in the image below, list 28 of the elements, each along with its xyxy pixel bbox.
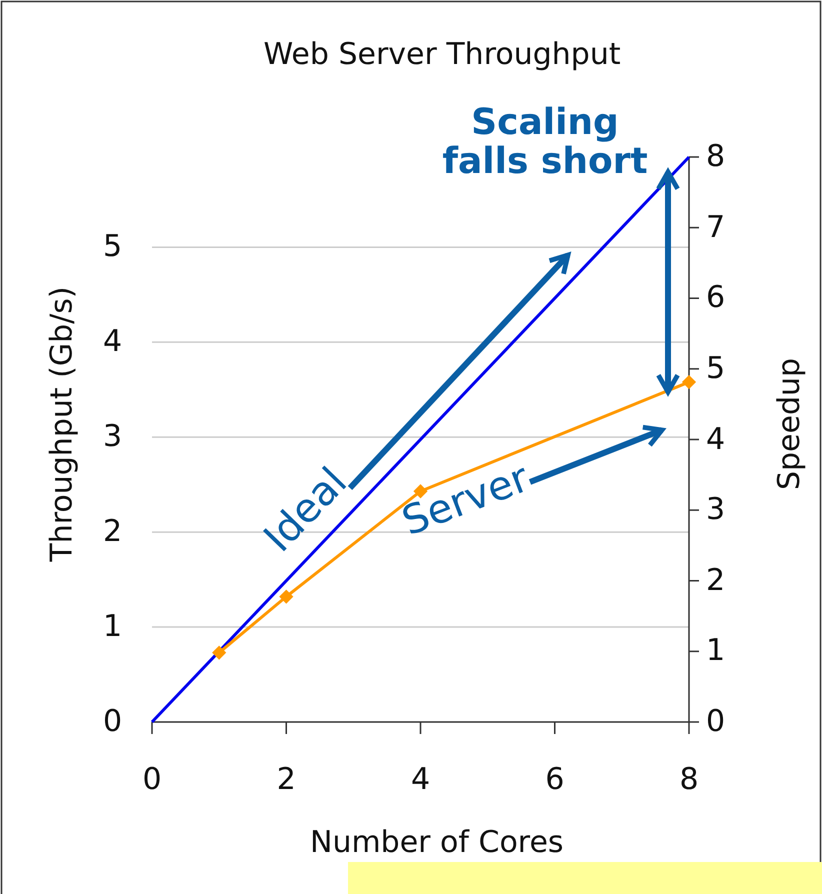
tick-label: 6 xyxy=(706,283,726,314)
point xyxy=(212,646,226,660)
tick-label: 0 xyxy=(103,707,122,737)
tick-label: 4 xyxy=(411,765,430,795)
tick-label: 2 xyxy=(276,765,296,795)
chart-title: Web Server Throughput xyxy=(264,40,621,70)
axis-title: Number of Cores xyxy=(310,828,564,858)
tick-label: 1 xyxy=(103,612,122,642)
tick-label: 5 xyxy=(706,354,726,384)
point xyxy=(279,590,294,604)
tick-label: 2 xyxy=(103,517,122,548)
tick-label: 1 xyxy=(706,636,726,666)
axis-title: Speedup xyxy=(775,358,806,490)
tick-label: 8 xyxy=(680,765,699,795)
tick-label: 0 xyxy=(142,765,162,795)
tick-label: 4 xyxy=(706,424,726,454)
tick-label: 8 xyxy=(706,142,726,172)
axis-title: Throughput (Gb/s) xyxy=(47,286,78,562)
tick-label: 2 xyxy=(706,566,726,596)
tick-label: 0 xyxy=(706,707,726,737)
tick-label: 3 xyxy=(103,422,122,452)
series-label: Server xyxy=(396,458,534,542)
tick-label: 5 xyxy=(103,232,122,262)
tick-label: 7 xyxy=(706,212,726,243)
tick-label: 4 xyxy=(103,327,122,358)
tick-label: 3 xyxy=(706,495,726,526)
tick-label: 6 xyxy=(545,765,564,795)
callout-text: Scaling falls short xyxy=(441,102,649,182)
